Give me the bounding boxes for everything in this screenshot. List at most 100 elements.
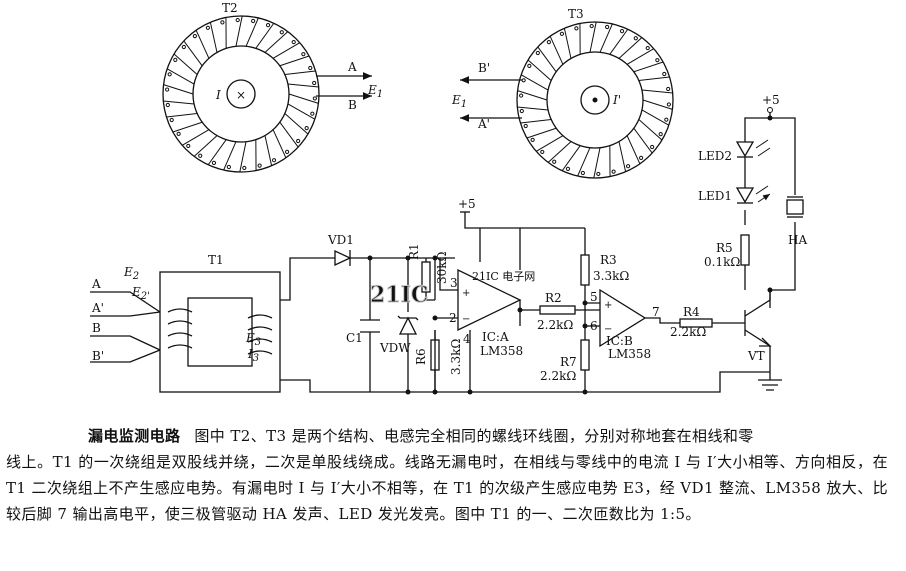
- winding-dot: [519, 108, 524, 114]
- winding-dot: [574, 26, 579, 31]
- winding-dot: [645, 45, 650, 51]
- winding-turn: [166, 113, 198, 118]
- winding-dot: [619, 29, 625, 34]
- winding-turn: [599, 23, 613, 53]
- winding-turn: [183, 40, 203, 67]
- winding-dot: [308, 65, 313, 71]
- winding-turn: [166, 68, 195, 85]
- winding-dot: [226, 164, 231, 170]
- winding-dot: [666, 102, 671, 107]
- winding-turn: [193, 135, 218, 157]
- winding-turn: [638, 119, 663, 141]
- resistor-r2: R2 2.2kΩ: [537, 291, 576, 332]
- winding-dot: [527, 63, 532, 69]
- winding-dot: [540, 149, 545, 155]
- r7-value-label: 2.2kΩ: [540, 369, 576, 383]
- caption-paragraph: 漏电监测电路图中 T2、T3 是两个结构、电感完全相同的螺线环线圈，分别对称地套…: [6, 423, 888, 527]
- ha-label: HA: [788, 233, 807, 247]
- winding-turn: [279, 121, 299, 148]
- winding-turn: [641, 89, 673, 94]
- transistor-vt: VT: [744, 290, 782, 391]
- winding-turn: [223, 141, 237, 171]
- winding-dot: [192, 34, 197, 39]
- junction-dots: [367, 115, 773, 395]
- winding-dot: [304, 125, 309, 131]
- t3-name-label: T3: [568, 7, 584, 21]
- winding-turn: [235, 15, 243, 47]
- winding-turn: [207, 139, 227, 166]
- winding-turn: [264, 135, 273, 166]
- winding-turn: [245, 17, 259, 47]
- pin-6-label: 6: [590, 319, 598, 333]
- winding-turn: [195, 29, 210, 59]
- winding-turn: [577, 147, 591, 177]
- winding-dot: [658, 131, 663, 137]
- winding-dot: [589, 23, 594, 29]
- winding-dot: [165, 102, 170, 108]
- transformer-t1: T1 A A' B B' E2 E2' E3 I3: [90, 253, 281, 393]
- winding-turn: [287, 103, 316, 120]
- t3-current-label: I': [612, 93, 621, 107]
- winding-dot: [552, 159, 557, 164]
- winding-dot: [664, 117, 669, 122]
- winding-dot: [279, 30, 284, 35]
- r2-label: R2: [545, 291, 562, 305]
- winding-turn: [527, 59, 552, 81]
- winding-turn: [255, 22, 275, 49]
- winding-dot: [211, 160, 217, 165]
- winding-dot: [650, 144, 655, 150]
- opamp-ic-b: + − 5 6 7 IC:B LM358: [590, 288, 660, 361]
- winding-turn: [589, 21, 597, 53]
- r1-label: R1: [407, 243, 421, 260]
- vcc-label: +5: [458, 197, 476, 211]
- winding-dot: [605, 24, 610, 30]
- r3-label: R3: [600, 253, 617, 267]
- toroid-t3: I' T3 B' A' E1: [451, 7, 674, 179]
- t3-out-b-label: A': [477, 117, 490, 131]
- winding-turn: [535, 135, 564, 152]
- winding-dot: [242, 165, 247, 171]
- conductor-dot-icon: [592, 97, 598, 103]
- t2-emf-label: E1: [367, 83, 383, 100]
- winding-dot: [559, 31, 565, 36]
- winding-turn: [272, 42, 301, 59]
- vdw-label: VDW: [379, 341, 411, 355]
- r3-value-label: 3.3kΩ: [593, 269, 629, 283]
- caption-body: 线上。T1 的一次绕组是双股线并绕，二次是单股线绕成。线路无漏电时，在相线与零线…: [6, 453, 888, 523]
- diode-vd1: VD1: [327, 233, 354, 267]
- vt-label: VT: [747, 349, 765, 363]
- r6-value-label: 3.3kΩ: [449, 339, 463, 375]
- winding-dot: [167, 72, 172, 77]
- winding-dot: [535, 50, 540, 56]
- winding-turn: [288, 93, 319, 104]
- winding-turn: [517, 106, 549, 111]
- winding-dot: [251, 18, 256, 24]
- winding-turn: [638, 76, 670, 81]
- r2-value-label: 2.2kΩ: [537, 318, 573, 332]
- winding-turn: [537, 46, 557, 73]
- t3-out-a-label: B': [478, 61, 490, 75]
- t1-in-a2-label: A': [91, 301, 104, 315]
- t1-name-label: T1: [208, 253, 224, 267]
- winding-dot: [565, 166, 571, 171]
- winding-turn: [172, 121, 203, 133]
- ground-icon: [758, 379, 782, 391]
- winding-turn: [279, 55, 310, 67]
- winding-dot: [235, 17, 240, 23]
- toroid-t2: × I T2 A B E1: [162, 1, 383, 173]
- svg-text:−: −: [462, 314, 470, 325]
- winding-dot: [296, 138, 301, 144]
- t1-e3-label: E3: [245, 331, 261, 348]
- svg-text:−: −: [604, 324, 612, 335]
- winding-turn: [626, 48, 655, 65]
- zener-vdw: VDW: [379, 315, 419, 355]
- winding-dot: [205, 25, 211, 30]
- resistor-r1: R1 30kΩ: [407, 243, 449, 301]
- winding-dot: [596, 171, 601, 177]
- pin-2-label: 2: [449, 311, 457, 325]
- t1-i3-label: I3: [247, 347, 259, 364]
- winding-turn: [520, 119, 552, 124]
- winding-turn: [593, 147, 601, 179]
- leakage-monitor-circuit-diagram: × I T2 A B E1 I' T3 B' A' E1 T1 A: [90, 1, 807, 395]
- winding-dot: [285, 149, 290, 154]
